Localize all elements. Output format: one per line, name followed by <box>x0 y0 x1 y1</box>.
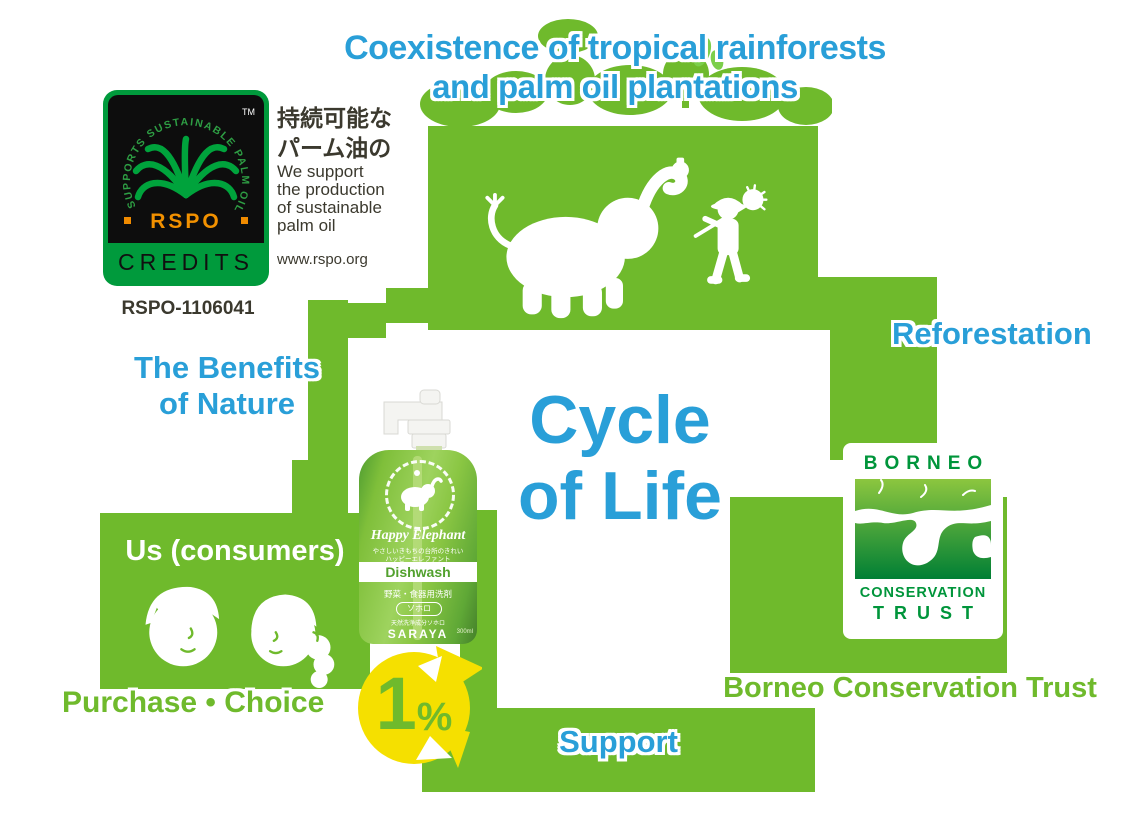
label-reforestation: Reforestation <box>892 316 1092 351</box>
rspo-en-line3: of sustainable <box>277 198 382 217</box>
product-bottle: Happy Elephant やさしいきもちの台所のきれい ハッピーエレファント… <box>356 386 480 644</box>
rspo-en-line1: We support <box>277 162 364 181</box>
percent-sign: % <box>416 695 453 739</box>
product-type: 野菜・食器用洗剤 <box>383 589 452 599</box>
product-volume: 300ml <box>456 629 473 635</box>
consumers-faces-illustration <box>145 586 335 688</box>
cycle-line2: of Life <box>518 458 722 534</box>
pump-dispenser <box>383 389 451 452</box>
page-title: Coexistence of tropical rainforests and … <box>320 28 910 106</box>
page-title-line2: and palm oil plantations <box>432 68 798 105</box>
bottle-inner-tube <box>413 456 422 640</box>
page-title-line1: Coexistence of tropical rainforests <box>344 29 886 67</box>
cycle-step-left-bottom <box>292 460 348 513</box>
product-subname: ハッピーエレファント <box>385 556 451 563</box>
label-borneo-conservation-trust: Borneo Conservation Trust <box>723 672 1097 704</box>
rspo-credits-label: SUPPORTS SUSTAINABLE PALM OIL TM RSPO CR… <box>103 90 269 286</box>
rainforest-trees-illustration <box>420 19 832 127</box>
rspo-jp-line2: パーム油の <box>277 135 392 161</box>
product-note: 天然洗浄成分ソホロ <box>390 621 445 627</box>
benefits-line1: The Benefits <box>133 350 321 385</box>
elephant-and-farmer-illustration <box>485 157 768 319</box>
product-tagline: やさしいきもちの台所のきれい <box>372 548 464 555</box>
cycle-line1: Cycle <box>529 382 711 458</box>
bct-logo-river-image <box>855 479 991 579</box>
cycle-bar-support <box>422 708 815 792</box>
product-name: Happy Elephant <box>370 528 466 543</box>
rspo-support-statement: 持続可能な パーム油の We support the production of… <box>277 103 437 268</box>
label-benefits-of-nature: The Benefits of Nature <box>112 350 342 422</box>
label-us-consumers: Us (consumers) <box>125 535 345 567</box>
one-percent-text: 1% <box>352 640 476 768</box>
cycle-step-left-top-1 <box>348 303 386 338</box>
bct-logo: BORNEO CONSERVATION TRUST <box>843 443 1003 639</box>
wreath-elephant-emblem <box>385 460 455 530</box>
cycle-step-left-top-2 <box>386 288 430 323</box>
soforo-badge: ソホロ <box>396 602 442 616</box>
cycle-bar-left <box>308 300 348 470</box>
rspo-tm-mark: TM <box>242 107 255 117</box>
bct-logo-conservation: CONSERVATION <box>859 585 987 601</box>
brand-name: SARAYA <box>387 627 449 641</box>
rspo-url: www.rspo.org <box>277 251 368 268</box>
cycle-bar-right <box>830 277 937 460</box>
benefits-line2: of Nature <box>158 386 296 421</box>
palm-tree-icon <box>132 135 240 201</box>
rspo-en-line4: palm oil <box>277 216 336 235</box>
rspo-palm-emblem: SUPPORTS SUSTAINABLE PALM OIL TM RSPO <box>121 107 255 233</box>
rspo-jp-line1: 持続可能な <box>277 105 392 131</box>
percent-value: 1 <box>375 662 417 745</box>
rspo-credits-band: CREDITS <box>118 249 254 275</box>
rspo-wordmark: RSPO <box>150 210 222 233</box>
label-cycle-of-life: Cycle of Life <box>455 382 785 534</box>
label-purchase-choice: Purchase • Choice <box>62 686 325 719</box>
rspo-label-black-area: SUPPORTS SUSTAINABLE PALM OIL TM RSPO <box>108 95 264 243</box>
rspo-en-line2: the production <box>277 180 385 199</box>
one-percent-badge: 1% <box>352 640 484 772</box>
bottle-body: Happy Elephant やさしいきもちの台所のきれい ハッピーエレファント… <box>359 450 477 644</box>
bct-logo-trust: TRUST <box>873 603 983 623</box>
dishwash-band-text: Dishwash <box>385 564 451 580</box>
rspo-cert-id: RSPO-1106041 <box>121 298 255 319</box>
cycle-arrow-badge-shape <box>358 646 484 768</box>
bct-logo-borneo: BORNEO <box>863 453 990 474</box>
dishwash-band: Dishwash <box>359 562 477 582</box>
label-support: Support <box>559 724 678 759</box>
